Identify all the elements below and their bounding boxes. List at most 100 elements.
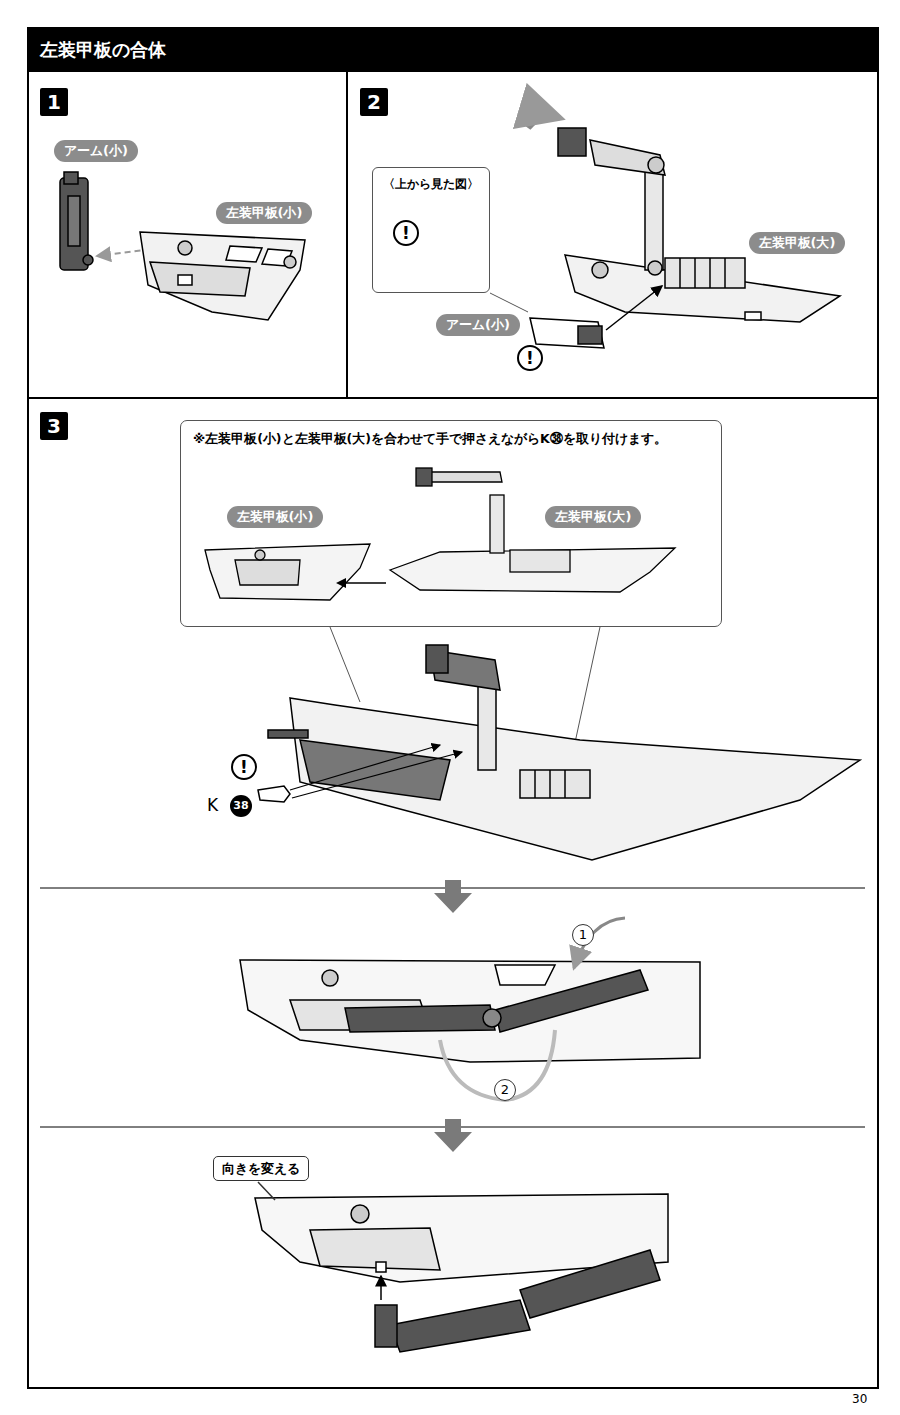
armor-plate-joined: [290, 698, 860, 860]
page-frame: [28, 28, 878, 1388]
arm-assembly: [426, 645, 448, 673]
note-illustration: [235, 560, 300, 585]
page-frame: [346, 72, 348, 398]
arm-assembly: [558, 128, 665, 275]
rotate-arc: [440, 1030, 555, 1100]
armor-plate-large: [565, 255, 840, 322]
callout-tail: [330, 627, 360, 702]
armor-plate-joined: [310, 1228, 440, 1270]
order-number: 2: [494, 1079, 516, 1101]
armor-plate-large: [665, 258, 745, 288]
armor-plate-large: [565, 255, 840, 322]
node-text: 38: [230, 795, 252, 817]
step-number: 2: [360, 88, 388, 116]
rotate-arrow: [528, 116, 560, 128]
armor-plate-large: [709, 258, 711, 288]
part-letter: K: [207, 795, 218, 815]
armor-plate-small: [178, 275, 192, 285]
armor-plate-large: [679, 258, 681, 288]
armor-plate-small: [150, 262, 250, 296]
bubble-tail: [258, 1182, 275, 1200]
armor-plate-joined: [268, 730, 308, 738]
armor-plate-joined: [322, 970, 338, 986]
arm-small-part: [68, 196, 80, 246]
armor-plate-joined: [495, 965, 555, 985]
armor-plate-large: [694, 258, 696, 288]
part-label: アーム(小): [436, 314, 520, 336]
armor-plate-small: [140, 232, 305, 320]
part-label: アーム(小): [54, 140, 138, 162]
flow-arrow: [434, 1119, 472, 1152]
k38-part: [258, 786, 290, 802]
armor-plate-joined: [549, 770, 551, 798]
note-illustration: [416, 468, 432, 486]
section-divider: [40, 888, 865, 1127]
node-text: 3: [40, 412, 68, 440]
callout-leader: [490, 293, 528, 312]
page-frame: [28, 28, 878, 1388]
armor-plate-joined: [376, 1262, 386, 1272]
step-number: 3: [40, 412, 68, 440]
note-illustration: [340, 582, 386, 583]
note-illustration: [490, 495, 504, 553]
arm-small-part: [64, 172, 78, 184]
node-text: 1: [573, 925, 593, 944]
part-label: 左装甲板(大): [749, 232, 846, 254]
arm-small-part: [578, 326, 602, 344]
node-text: 2: [495, 1080, 515, 1099]
part-label: 左装甲板(小): [216, 202, 313, 224]
node-text: 左装甲板(小): [226, 205, 303, 221]
armor-plate-small: [226, 246, 262, 262]
insert-arrow: [290, 745, 462, 798]
note-illustration: [510, 550, 570, 572]
node-text: アーム(小): [446, 317, 510, 333]
arm-assembly: [520, 1250, 660, 1318]
arm-assembly: [345, 970, 648, 1032]
armor-plate-large: [724, 258, 726, 288]
page-frame: [28, 397, 878, 399]
note-box: ※左装甲板(小)と左装甲板(大)を合わせて手で押さえながらK㊳を取り付けます。左…: [180, 420, 722, 627]
arm-assembly: [645, 170, 663, 270]
arm-assembly: [345, 1005, 495, 1032]
flow-arrow: [434, 880, 472, 913]
arm-assembly: [495, 970, 648, 1032]
insert-arrow: [292, 752, 462, 798]
view-box: 〈上から見た図〉!: [372, 167, 490, 293]
armor-plate-joined: [240, 960, 700, 1062]
step-number: 1: [40, 88, 68, 116]
note-bubble: 向きを変える: [213, 1156, 309, 1181]
insert-arrow: [606, 286, 662, 330]
order-number: 1: [572, 924, 594, 946]
node-text: 左装甲板の合体: [40, 28, 878, 72]
arm-assembly: [590, 140, 665, 175]
armor-plate-large: [745, 312, 761, 320]
armor-plate-large: [592, 262, 608, 278]
arm-small-part: [60, 172, 93, 270]
caution-mark: !: [393, 220, 419, 246]
arm-small-part: [530, 318, 604, 348]
node-text: 左装甲板(小): [237, 509, 314, 525]
node-text: 左装甲板(大): [759, 235, 836, 251]
k38-part: [258, 786, 290, 802]
arm-assembly: [390, 1300, 530, 1352]
part-label: 左装甲板(大): [545, 506, 642, 528]
armor-plate-small: [284, 256, 296, 268]
node-text: !: [233, 756, 255, 778]
armor-plate-joined: [534, 770, 536, 798]
node-text: 2: [360, 88, 388, 116]
node-text: 向きを変える: [222, 1160, 300, 1177]
caution-mark: !: [231, 754, 257, 780]
armor-plate-small: [140, 232, 305, 320]
node-text: 左装甲板(大): [555, 509, 632, 525]
note-illustration: [390, 548, 675, 592]
arm-assembly: [375, 1250, 660, 1352]
page-number: 30: [852, 1392, 867, 1406]
arm-assembly: [558, 128, 586, 156]
arm-assembly: [478, 680, 496, 770]
node-text: ※左装甲板(小)と左装甲板(大)を合わせて手で押さえながらK㊳を取り付けます。: [193, 431, 709, 448]
caution-mark: !: [517, 345, 543, 371]
arm-assembly: [426, 645, 500, 770]
armor-plate-joined: [268, 698, 860, 860]
arm-small-part: [83, 255, 93, 265]
